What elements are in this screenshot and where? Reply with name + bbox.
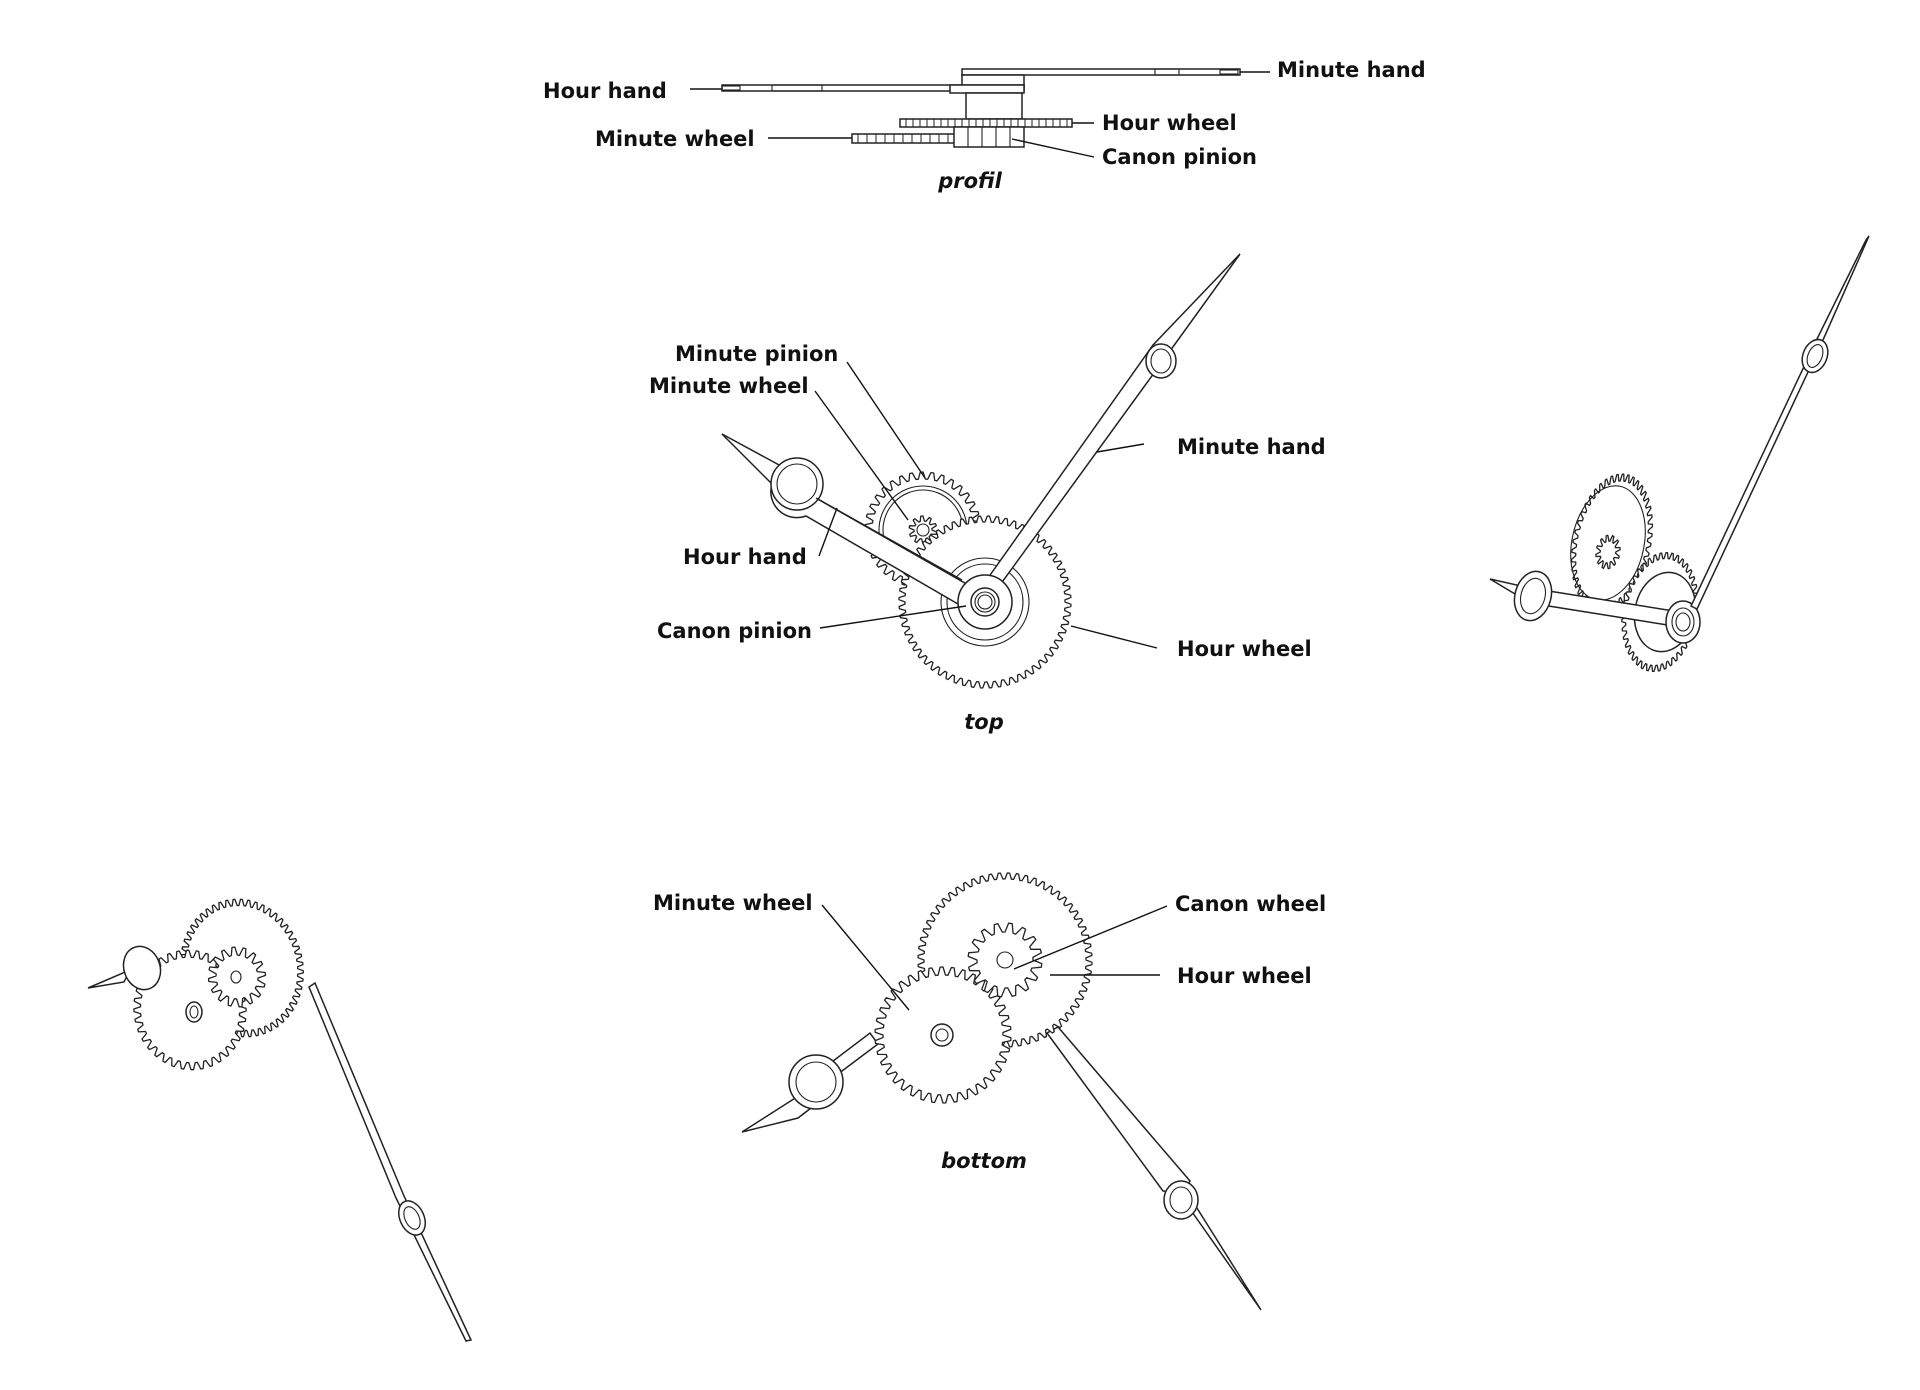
- iso-left-hour-hand-ring: [122, 945, 162, 991]
- iso-left-hour-hand: [87, 968, 132, 989]
- top-canon-pinion-inner: [974, 591, 996, 613]
- bottom-view: Minute wheel Canon wheel Hour wheel bott…: [653, 872, 1326, 1311]
- profil-minute-hand: [961, 68, 1241, 76]
- profil-view: Hour hand Minute hand Minute wheel Hour …: [543, 58, 1426, 193]
- leader-line: [846, 361, 926, 479]
- profil-pipe: [965, 92, 1023, 120]
- isometric-view-left: [87, 898, 473, 1342]
- bottom-minute-hand-ring-inner: [1169, 1186, 1193, 1214]
- profil-canon-pinion: [953, 126, 1025, 148]
- top-hour-wheel-hub: [940, 557, 1030, 647]
- bottom-minute-wheel-bushing-hole: [935, 1028, 949, 1042]
- top-minute-hand: [986, 253, 1241, 586]
- gear-outline: [967, 922, 1043, 998]
- profil-minute-hand-detail: [1154, 68, 1180, 76]
- iso-right-canon-hole: [1675, 612, 1691, 632]
- profil-minute-wheel: [851, 133, 959, 144]
- profil-minute-wheel-teeth: [857, 134, 949, 143]
- iso-left-center-bushing: [185, 1001, 203, 1023]
- top-hour-hand-ring: [770, 457, 824, 511]
- leader-line: [1070, 625, 1158, 649]
- bottom-canon-wheel-hole: [996, 951, 1014, 969]
- iso-left-canon-wheel: [207, 946, 267, 1008]
- caption-bottom: bottom: [941, 1149, 1027, 1173]
- top-view: Minute pinion Minute wheel Minute hand H…: [649, 253, 1326, 734]
- leader-line: [814, 390, 909, 521]
- label-minute-wheel: Minute wheel: [595, 127, 755, 151]
- iso-right-canon: [1665, 600, 1701, 644]
- profil-hour-hand-detail: [771, 84, 823, 92]
- profil-hour-wheel-teeth: [905, 119, 1068, 127]
- label-canon-pinion: Canon pinion: [657, 619, 812, 643]
- top-hour-hand-ring-inner: [776, 463, 818, 505]
- iso-left-minute-hand-ring: [397, 1200, 427, 1236]
- label-hour-wheel: Hour wheel: [1177, 964, 1312, 988]
- leader-line: [818, 507, 838, 557]
- leader-line: [1011, 138, 1095, 158]
- pinion-outline: [1595, 534, 1621, 570]
- label-minute-pinion: Minute pinion: [675, 342, 838, 366]
- iso-left-minute-hand-ring-inner: [403, 1206, 421, 1230]
- top-hour-wheel-hub-inner: [946, 563, 1024, 641]
- label-minute-hand: Minute hand: [1177, 435, 1326, 459]
- label-hour-wheel: Hour wheel: [1177, 637, 1312, 661]
- pinion-outline: [207, 946, 267, 1008]
- label-hour-wheel: Hour wheel: [1102, 111, 1237, 135]
- label-canon-wheel: Canon wheel: [1175, 892, 1326, 916]
- iso-right-minute-hand-ring-inner: [1806, 344, 1824, 368]
- label-canon-pinion: Canon pinion: [1102, 145, 1257, 169]
- bottom-hour-hand-ring: [788, 1054, 844, 1110]
- top-canon-pinion-hole: [977, 594, 993, 610]
- bottom-minute-hand: [1045, 1026, 1262, 1311]
- bottom-minute-hand-ring: [1163, 1180, 1199, 1220]
- iso-right-hour-hand-ring-inner: [1519, 577, 1547, 615]
- leader-line: [1013, 905, 1168, 970]
- profil-minute-hand-tip: [1219, 69, 1239, 75]
- bottom-hour-hand-ring-inner: [795, 1061, 837, 1103]
- bottom-minute-wheel-bushing: [930, 1023, 954, 1047]
- iso-right-minute-pinion: [1595, 534, 1621, 570]
- profil-hour-hand-boss: [949, 84, 1025, 94]
- iso-left-pinion-hole: [230, 970, 242, 984]
- label-minute-wheel: Minute wheel: [649, 374, 809, 398]
- label-minute-hand: Minute hand: [1277, 58, 1426, 82]
- leader-line: [819, 605, 967, 629]
- bottom-canon-wheel: [967, 922, 1043, 998]
- leader-line: [1096, 443, 1145, 453]
- caption-top: top: [964, 710, 1004, 734]
- top-hour-hand-arm-top: [815, 497, 963, 581]
- caption-profil: profil: [937, 169, 1002, 193]
- top-minute-hand-ring-inner: [1150, 348, 1172, 374]
- profil-hour-hand-tip: [721, 85, 741, 91]
- iso-left-minute-hand: [308, 981, 473, 1342]
- leader-line: [821, 904, 910, 1011]
- label-hour-hand: Hour hand: [543, 79, 667, 103]
- iso-right-hour-hand-ring: [1513, 570, 1553, 622]
- isometric-view-right: [1489, 235, 1870, 673]
- iso-right-minute-hand: [1690, 235, 1870, 611]
- iso-right-canon-inner: [1671, 607, 1695, 637]
- label-minute-wheel: Minute wheel: [653, 891, 813, 915]
- label-hour-hand: Hour hand: [683, 545, 807, 569]
- iso-left-center-bushing-hole: [189, 1005, 199, 1019]
- iso-right-minute-hand-ring: [1801, 338, 1829, 374]
- top-minute-pinion-hole: [916, 523, 930, 537]
